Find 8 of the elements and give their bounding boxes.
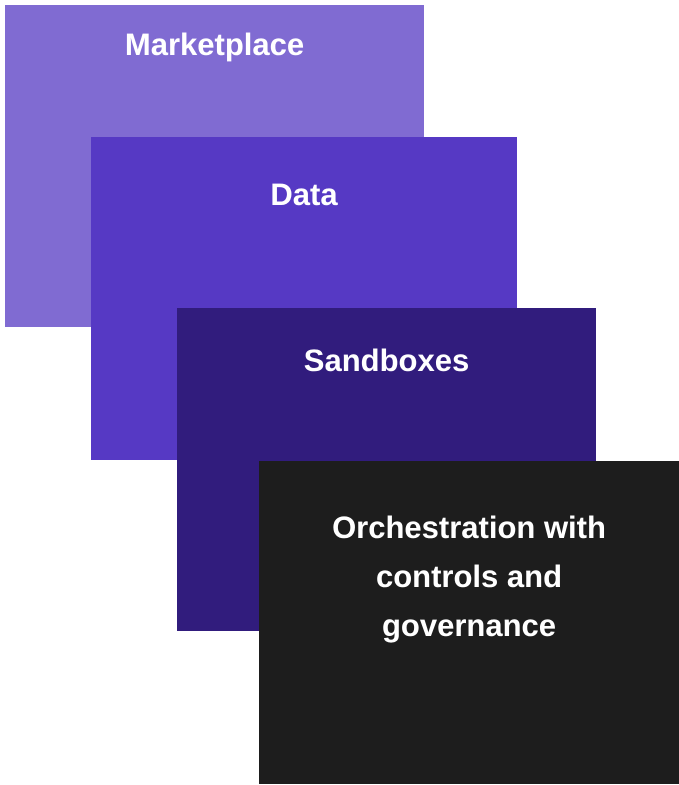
layer-title: Sandboxes <box>302 342 470 380</box>
layer-title: Marketplace <box>124 26 306 64</box>
layer-panel <box>5 5 424 137</box>
layer-panel <box>259 461 679 784</box>
layer-title: Orchestration with controls and governance <box>331 509 607 645</box>
layer-panel <box>91 137 517 308</box>
layer-panel <box>177 308 596 461</box>
layer-title: Data <box>269 176 339 214</box>
